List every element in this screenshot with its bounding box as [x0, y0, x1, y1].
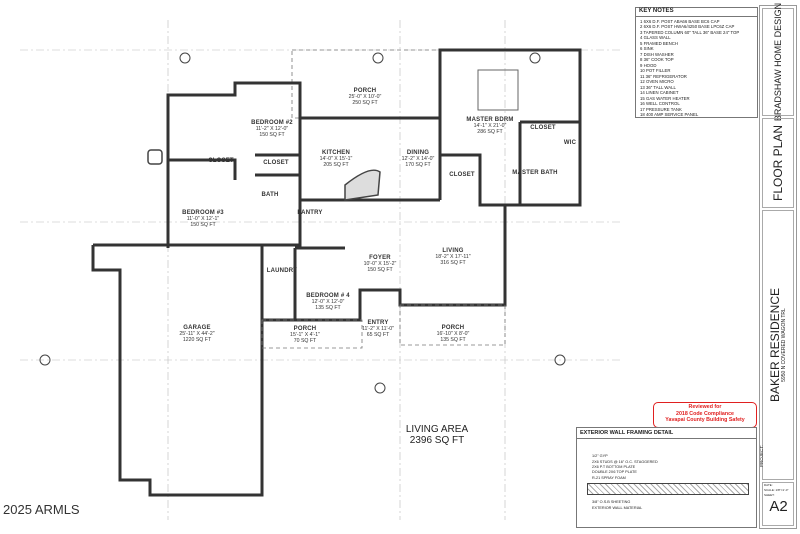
stamp-line: 2018 Code Compliance — [676, 410, 734, 417]
stamp-line: Reviewed for — [688, 404, 722, 410]
key-note: 14 LINEN CABINET — [640, 90, 679, 95]
detail-label: DOUBLE 2X6 TOP PLATE — [592, 470, 637, 474]
detail-label: 3/8" O.S.B SHEETING — [592, 500, 631, 504]
room-label-closet: CLOSET — [208, 158, 234, 164]
detail-label: R-21 SPRAY FOAM — [592, 476, 626, 480]
room-label-wic: WIC — [563, 140, 577, 146]
key-note: 5 FRAMED BENCH — [640, 40, 678, 46]
key-note: 2 6X6 D.F. POST HWA6/4250 BASE LPC6Z CAP — [640, 24, 735, 29]
sheet-title: FLOOR PLAN — [771, 124, 785, 202]
sheet-info-section: DATE: SCALE: 1/8"=1'-0" SHEET: A2 — [762, 482, 794, 526]
title-block: BRADSHAW HOME DESIGN FLOOR PLAN BAKER RE… — [759, 3, 797, 529]
company-section: BRADSHAW HOME DESIGN — [762, 3, 794, 121]
key-note: 3 TAPERED COLUMN 60" TALL 36" BASE 24" T… — [640, 29, 740, 35]
key-note: 4 GLASS WALL — [640, 35, 671, 40]
key-note: 6 SINK — [640, 46, 654, 51]
section-markers — [39, 52, 566, 394]
project-section: BAKER RESIDENCE 5950 N COVERED WAGON TRL… — [759, 210, 794, 480]
review-stamp: Reviewed for 2018 Code Compliance Yavapa… — [653, 402, 757, 428]
sheet-label: SHEET: — [764, 493, 775, 497]
key-note: 12 OVEN MICRO — [640, 79, 674, 84]
key-note: 10 POT FILLER — [640, 68, 671, 73]
key-note: 11 36" REFRIGERATOR — [640, 73, 687, 79]
key-note: 16 WELL CONTROL — [640, 101, 680, 106]
stamp-line: Yavapai County Building Safety — [665, 417, 745, 423]
key-notes-title: KEY NOTES — [636, 8, 757, 17]
front-porch-outline — [261, 319, 363, 349]
detail-label: 2X6 P.T BOTTOM PLATE — [592, 465, 636, 469]
key-note: 8 36" COOK TOP — [640, 57, 674, 62]
room-label-pantry: PANTRY — [297, 210, 323, 216]
master-bed — [477, 69, 519, 111]
living-area-total: LIVING AREA 2396 SQ FT — [405, 424, 469, 446]
scale-label: SCALE: 1/8"=1'-0" — [764, 488, 789, 492]
key-note: 1 6X6 D.F. POST ABA66 BASE BC6 CAP — [640, 18, 720, 24]
room-label-laundry: LAUNDRY — [266, 268, 298, 274]
wall-section-graphic — [587, 483, 749, 495]
wall-framing-detail: EXTERIOR WALL FRAMING DETAIL 1/2" GYP 2X… — [576, 427, 757, 528]
front-porch-outline-2 — [399, 304, 506, 346]
key-note: 13 36" TALL WALL — [640, 84, 676, 90]
room-label-master-bath: MASTER BATH — [512, 170, 558, 176]
project-info: BAKER RESIDENCE 5950 N COVERED WAGON TRL — [768, 287, 787, 403]
room-label-closet: CLOSET — [449, 172, 475, 178]
detail-label: 1/2" GYP — [592, 454, 608, 458]
date-label: DATE: — [764, 483, 773, 487]
detail-label: EXTERIOR WALL MATERIAL — [592, 506, 643, 510]
kitchen-island — [344, 169, 381, 201]
company-name: BRADSHAW HOME DESIGN — [773, 2, 783, 122]
top-porch-outline — [291, 49, 441, 119]
sheet-title-section: FLOOR PLAN — [762, 118, 794, 208]
project-label: PROJECT: — [759, 445, 764, 467]
room-label-bath: BATH — [261, 192, 279, 198]
room-label-closet: CLOSET — [263, 160, 289, 166]
detail-label: 2X6 STUDS @ 16" O.C. STAGGERED — [592, 460, 658, 464]
key-note: 15 GAS WATER HEATER — [640, 95, 690, 101]
bathtub-icon — [147, 149, 163, 165]
key-notes-list: 1 6X6 D.F. POST ABA66 BASE BC6 CAP 2 6X6… — [636, 19, 757, 118]
key-note: 18 400 AMP SERVICE PANEL — [640, 112, 699, 117]
watermark: 2025 ARMLS — [3, 502, 80, 517]
sheet-number: A2 — [769, 498, 788, 515]
detail-title: EXTERIOR WALL FRAMING DETAIL — [577, 428, 756, 439]
key-note: 9 HOOD — [640, 62, 657, 68]
room-label-closet: CLOSET — [530, 125, 556, 131]
project-name: BAKER RESIDENCE — [768, 287, 782, 403]
key-note: 17 PRESSURE TANK — [640, 106, 682, 112]
key-notes-panel: KEY NOTES 1 6X6 D.F. POST ABA66 BASE BC6… — [635, 7, 758, 118]
key-note: 7 DISH WASHER — [640, 51, 674, 57]
walls — [91, 48, 582, 497]
